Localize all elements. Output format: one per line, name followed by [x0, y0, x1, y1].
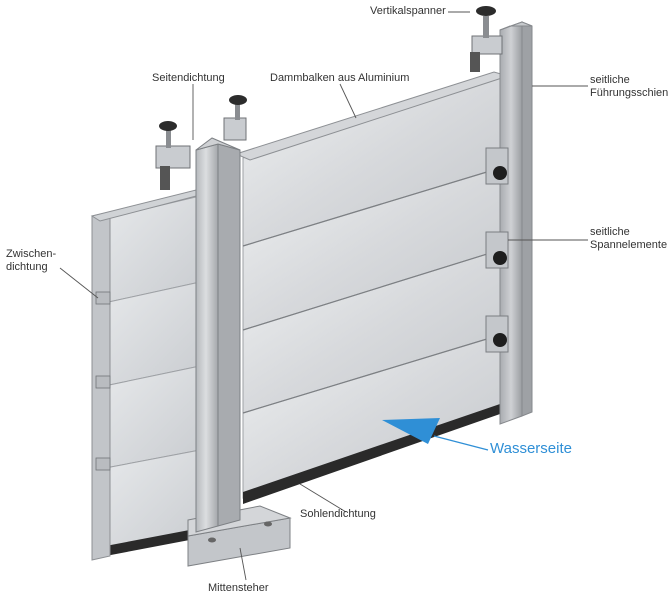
post-side	[217, 143, 241, 527]
intermediate-seal-2	[95, 375, 111, 389]
label-wasserseite: Wasserseite	[490, 440, 572, 457]
label-zwischendichtung: Zwischen- dichtung	[6, 248, 57, 273]
label-seitendichtung: Seitendichtung	[152, 72, 225, 84]
label-dammbalken: Dammbalken aus Aluminium	[270, 72, 410, 84]
water-side-arrow-icon	[382, 418, 440, 444]
label-sohlendichtung: Sohlendichtung	[300, 508, 376, 520]
vertical-tensioner-rail	[470, 6, 503, 72]
label-vertikalspanner: Vertikalspanner	[370, 5, 446, 17]
post-front	[195, 143, 219, 533]
vertical-tensioner-post	[155, 95, 247, 190]
label-mittensteher: Mittensteher	[208, 582, 269, 594]
left-panel	[90, 189, 206, 561]
label-fuehrungsschiene: seitliche Führungsschiene	[590, 74, 668, 99]
center-post	[155, 95, 292, 567]
intermediate-seal-1	[95, 291, 111, 305]
intermediate-seal-3	[95, 457, 111, 471]
left-panel-bottom-seal	[95, 528, 200, 558]
right-panel	[234, 71, 510, 504]
side-guide-rail	[470, 6, 533, 425]
leader-lines	[59, 11, 588, 581]
right-panel-bottom-seal	[243, 404, 500, 504]
lateral-tension-elements	[485, 147, 509, 353]
label-spannelemente: seitliche Spannelemente	[590, 226, 668, 251]
